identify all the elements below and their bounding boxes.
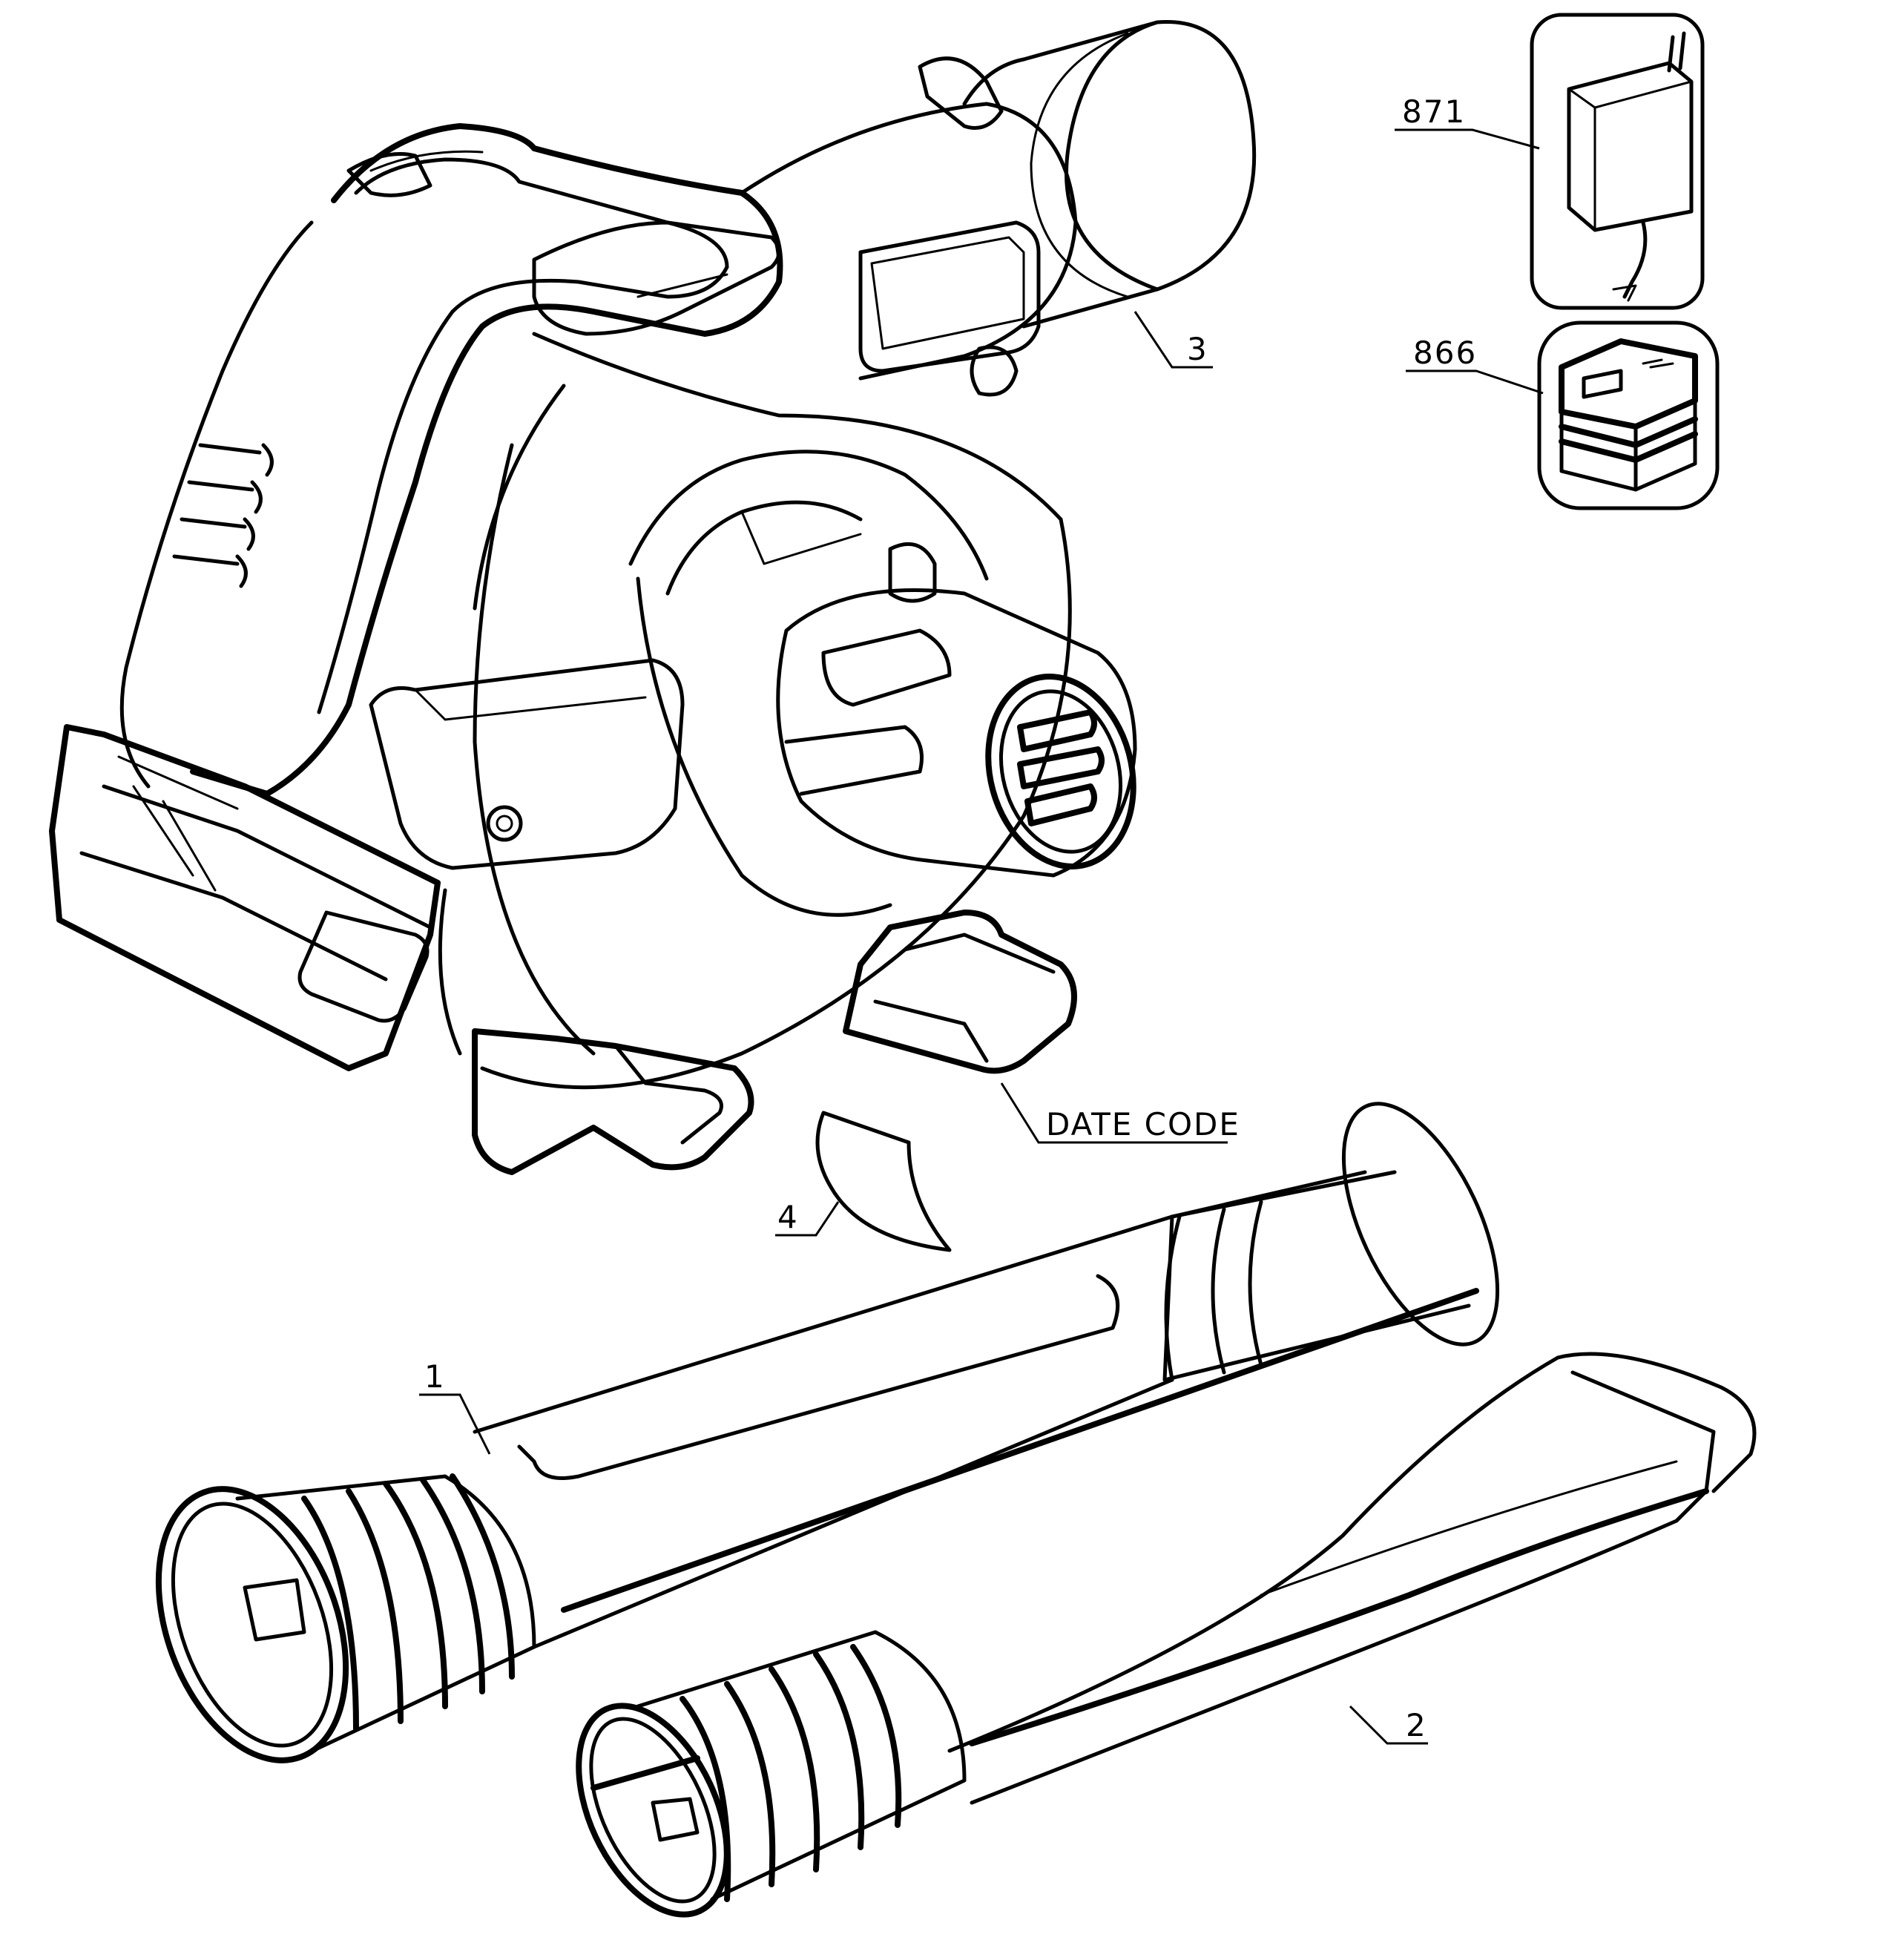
callout-871: 871: [1395, 93, 1540, 150]
charger-part-871: [1530, 13, 1705, 310]
straight-tube-part-1: [155, 1102, 1500, 1763]
callout-date-code: DATE CODE: [1000, 1082, 1240, 1144]
blower-body: [49, 19, 1257, 1175]
label-part-4: [815, 1111, 952, 1252]
callout-2-label: 2: [1406, 1707, 1427, 1743]
callout-4-label: 4: [777, 1199, 799, 1235]
callout-3-label: 3: [1187, 331, 1208, 367]
callout-866-label: 866: [1413, 335, 1477, 371]
callout-866: 866: [1406, 335, 1544, 395]
curved-tube-part-2: [576, 1352, 1757, 1918]
callout-3: 3: [1134, 311, 1213, 369]
callout-871-label: 871: [1402, 93, 1466, 130]
callout-2: 2: [1349, 1705, 1428, 1745]
date-code-label: DATE CODE: [1046, 1106, 1240, 1142]
callout-1-label: 1: [424, 1358, 446, 1395]
battery-part-866: [1537, 320, 1720, 510]
callout-4: 4: [775, 1199, 840, 1237]
callout-1: 1: [419, 1358, 491, 1455]
